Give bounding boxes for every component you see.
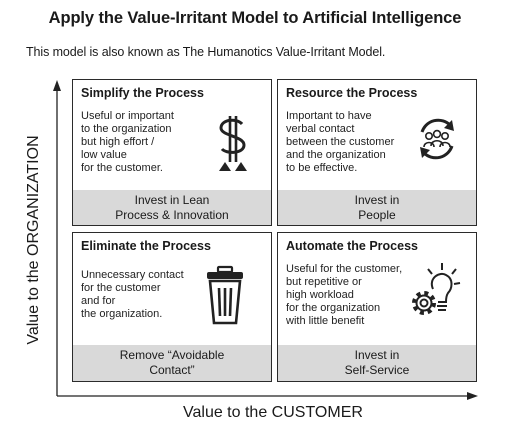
y-axis-label: Value to the ORGANIZATION xyxy=(25,135,42,345)
quadrant-action: Remove “Avoidable Contact” xyxy=(73,345,271,381)
quadrant-simplify: Simplify the Process Useful or important… xyxy=(72,79,272,226)
quadrant-heading: Simplify the Process xyxy=(81,86,204,100)
diagram-subtitle: This model is also known as The Humanoti… xyxy=(26,45,386,59)
diagram-title: Apply the Value-Irritant Model to Artifi… xyxy=(48,9,462,27)
lightbulb-gear-icon xyxy=(406,261,462,330)
quadrant-eliminate: Eliminate the Process Unnecessary contac… xyxy=(72,232,272,382)
quadrant-action: Invest in Self-Service xyxy=(278,345,476,381)
quadrant-action: Invest in People xyxy=(278,190,476,225)
quadrant-heading: Automate the Process xyxy=(286,239,418,253)
quadrant-description: Unnecessary contact for the customer and… xyxy=(81,269,184,320)
quadrant-action: Invest in Lean Process & Innovation xyxy=(73,190,271,225)
quadrant-heading: Resource the Process xyxy=(286,86,418,100)
quadrant-automate: Automate the Process Useful for the cust… xyxy=(277,232,477,382)
dollar-arrows-icon xyxy=(213,114,253,181)
quadrant-description: Important to have verbal contact between… xyxy=(286,110,395,174)
trash-can-icon xyxy=(203,263,247,332)
quadrant-description: Useful or important to the organization … xyxy=(81,110,174,174)
quadrant-description: Useful for the customer, but repetitive … xyxy=(286,263,403,327)
people-cycle-icon xyxy=(414,116,460,167)
quadrant-resource: Resource the Process Important to have v… xyxy=(277,79,477,226)
quadrant-heading: Eliminate the Process xyxy=(81,239,211,253)
x-axis-label: Value to the CUSTOMER xyxy=(183,404,363,421)
